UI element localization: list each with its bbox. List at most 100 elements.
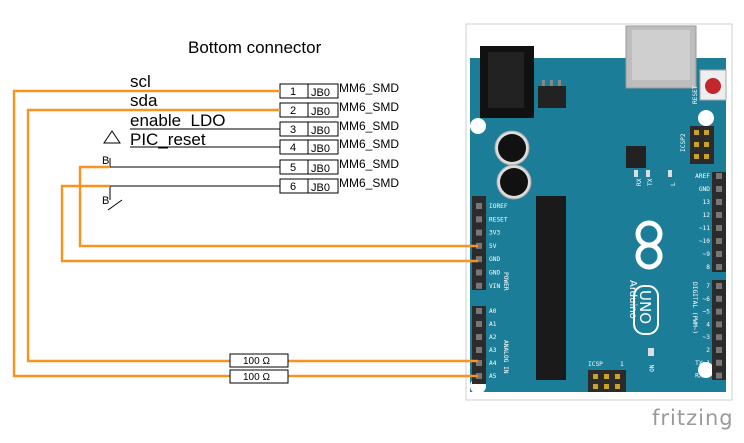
header-pin <box>476 282 482 289</box>
part-label: JB0 <box>311 182 330 194</box>
header-pin <box>476 334 482 340</box>
wire-scl <box>12 89 280 378</box>
package-label: MM6_SMD <box>339 157 399 171</box>
board-pin-label: 5V <box>489 243 497 250</box>
board-pin-label: A0 <box>489 308 497 315</box>
connector-pin-row: 3 JB0 MM6_SMD <box>279 119 399 137</box>
package-label: MM6_SMD <box>339 176 399 190</box>
digital-header-bottom: DIGITAL (PWM~) <box>691 280 726 380</box>
part-label-box <box>307 159 339 175</box>
header-pin <box>476 203 482 209</box>
brand-label: Arduino <box>627 280 638 319</box>
board-pin-label: 7 <box>706 283 710 290</box>
header-pin <box>716 186 722 192</box>
part-label: JB0 <box>311 163 330 175</box>
pin-number: 2 <box>290 105 296 117</box>
header-pin <box>716 321 722 328</box>
package-label: MM6_SMD <box>339 119 399 133</box>
board-pin-label: A4 <box>489 360 497 367</box>
board-pin-label: 12 <box>703 212 711 219</box>
board-pin-label: 4 <box>706 321 710 328</box>
package-label: MM6_SMD <box>339 100 399 114</box>
analog-header: ANALOG IN <box>472 306 509 384</box>
header-pin <box>476 347 482 353</box>
pin-number: 4 <box>290 142 296 154</box>
board-pin-label: GND <box>489 256 500 263</box>
header-pin <box>716 212 722 218</box>
transistor-label: B <box>102 195 109 207</box>
tx-label: TX <box>647 178 654 186</box>
net-label-pic-reset: PIC_reset <box>130 130 206 149</box>
arduino-uno-board: RESET ICSP2 RX TX L <box>465 23 733 401</box>
arduino-logo: Arduino <box>627 220 663 319</box>
header-pin <box>716 372 722 379</box>
part-label-box <box>307 102 339 118</box>
wires <box>12 89 478 378</box>
svg-text:1: 1 <box>620 361 624 368</box>
package-label: MM6_SMD <box>339 137 399 151</box>
header-pin <box>476 256 482 263</box>
header-pin <box>716 308 722 315</box>
pin-number: 3 <box>290 124 296 136</box>
pin-number: 5 <box>290 162 296 174</box>
board-pin-label: TX▶1 <box>695 360 710 367</box>
header-pin <box>476 216 482 223</box>
header-pin <box>716 264 722 270</box>
part-label: JB0 <box>311 125 330 137</box>
net-label-scl: scl <box>130 72 151 91</box>
connector-pin-row: 5 JB0 MM6_SMD <box>279 157 399 175</box>
package-label: MM6_SMD <box>339 81 399 95</box>
icsp-header: ICSP 1 <box>588 361 626 392</box>
board-pin-label: 3V3 <box>489 230 500 237</box>
header-pin <box>716 199 722 205</box>
board-pin-label: ~11 <box>699 225 710 232</box>
diagram-title: Bottom connector <box>188 38 322 57</box>
board-pin-label: RX◀0 <box>695 373 710 380</box>
header-pin <box>476 229 482 236</box>
wire-5v <box>78 165 478 248</box>
net-label-enable-ldo: enable_LDO <box>130 111 225 130</box>
board-pin-label: A5 <box>489 373 497 380</box>
ground-symbol <box>103 130 121 144</box>
board-pin-label: A3 <box>489 347 497 354</box>
part-label-box <box>307 139 339 155</box>
wire-gnd <box>60 184 478 263</box>
board-pin-label: 8 <box>706 264 710 271</box>
part-label-box <box>307 121 339 137</box>
board-pin-label: ~3 <box>703 334 711 341</box>
board-pin-label: ~6 <box>703 296 711 303</box>
rx-label: RX <box>636 178 643 186</box>
header-pin <box>716 359 722 366</box>
l-label: L <box>670 182 677 186</box>
header-pin <box>476 360 482 366</box>
board-pin-label: GND <box>489 270 500 277</box>
schematic: Bottom connector scl sda enable_LDO PIC_… <box>12 38 478 384</box>
power-header-label: POWER <box>502 272 509 291</box>
board-pin-label: ~5 <box>703 309 711 316</box>
model-label: UNO <box>636 290 654 324</box>
board-pin-label: AREF <box>695 173 710 180</box>
board-pin-label: 2 <box>706 347 710 354</box>
part-label: JB0 <box>311 87 330 99</box>
header-pin <box>716 347 722 353</box>
board-pin-label: A1 <box>489 321 497 328</box>
uno-badge <box>633 285 659 335</box>
fritzing-watermark: fritzing <box>652 406 734 430</box>
icsp-label: ICSP <box>588 361 603 368</box>
board-pin-label: A2 <box>489 334 497 341</box>
board-pin-label: VIN <box>489 283 500 290</box>
header-pin <box>476 242 482 249</box>
part-label: JB0 <box>311 143 330 155</box>
resistor: 100 Ω <box>229 369 289 384</box>
part-label-box <box>307 178 339 194</box>
header-pin <box>716 173 722 179</box>
analog-header-label: ANALOG IN <box>502 340 509 374</box>
header-pin <box>476 373 482 379</box>
board-pin-label: GND <box>699 186 710 193</box>
header-pin <box>716 283 722 289</box>
resistor-label: 100 Ω <box>243 372 270 383</box>
